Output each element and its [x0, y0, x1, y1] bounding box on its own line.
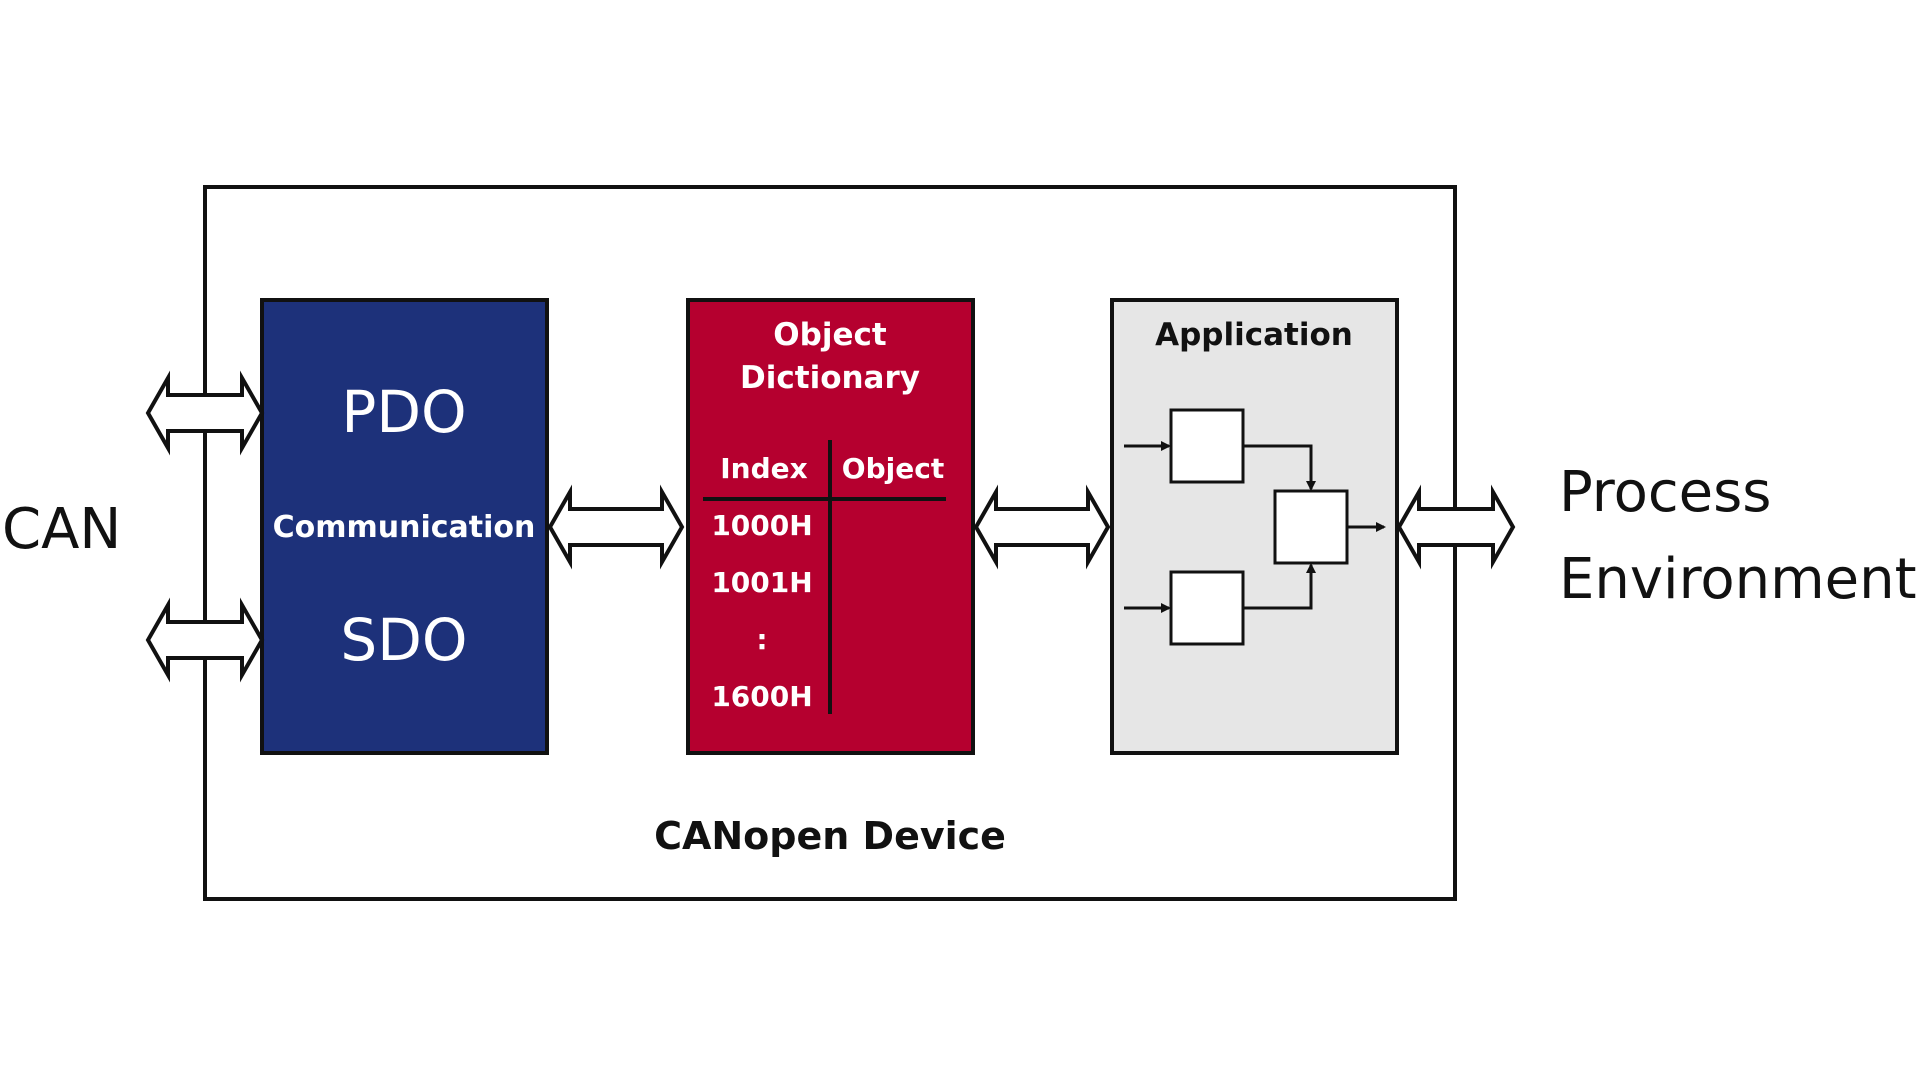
- application-link-top: [1243, 444, 1316, 491]
- communication-dictionary-double-arrow: [547, 484, 685, 570]
- application-title: Application: [1155, 317, 1353, 353]
- object-dictionary-title-line2: Dictionary: [740, 360, 920, 396]
- can-label: CAN: [2, 497, 121, 562]
- index-column-header: Index: [720, 452, 807, 485]
- dictionary-row: 1600H: [711, 680, 812, 713]
- application-link-bottom: [1243, 563, 1316, 610]
- can-pdo-double-arrow: [145, 370, 265, 456]
- sdo-label: SDO: [340, 606, 467, 674]
- dictionary-application-double-arrow: [973, 484, 1111, 570]
- pdo-label: PDO: [341, 378, 466, 446]
- application-input-block-bottom: [1169, 570, 1245, 646]
- dictionary-row: 1001H: [711, 566, 812, 599]
- dictionary-row: 1000H: [711, 509, 812, 542]
- application-process-double-arrow: [1396, 484, 1516, 570]
- communication-block: [260, 298, 549, 755]
- process-label: Process: [1559, 460, 1771, 525]
- environment-label: Environment: [1559, 547, 1917, 612]
- object-dictionary-title-line1: Object: [773, 317, 887, 353]
- application-combiner-block: [1273, 489, 1349, 565]
- canopen-device-label: CANopen Device: [654, 814, 1006, 858]
- object-column-header: Object: [842, 452, 944, 485]
- communication-label: Communication: [273, 510, 536, 545]
- dictionary-row: :: [756, 623, 767, 656]
- application-input-block-top: [1169, 408, 1245, 484]
- can-sdo-double-arrow: [145, 597, 265, 683]
